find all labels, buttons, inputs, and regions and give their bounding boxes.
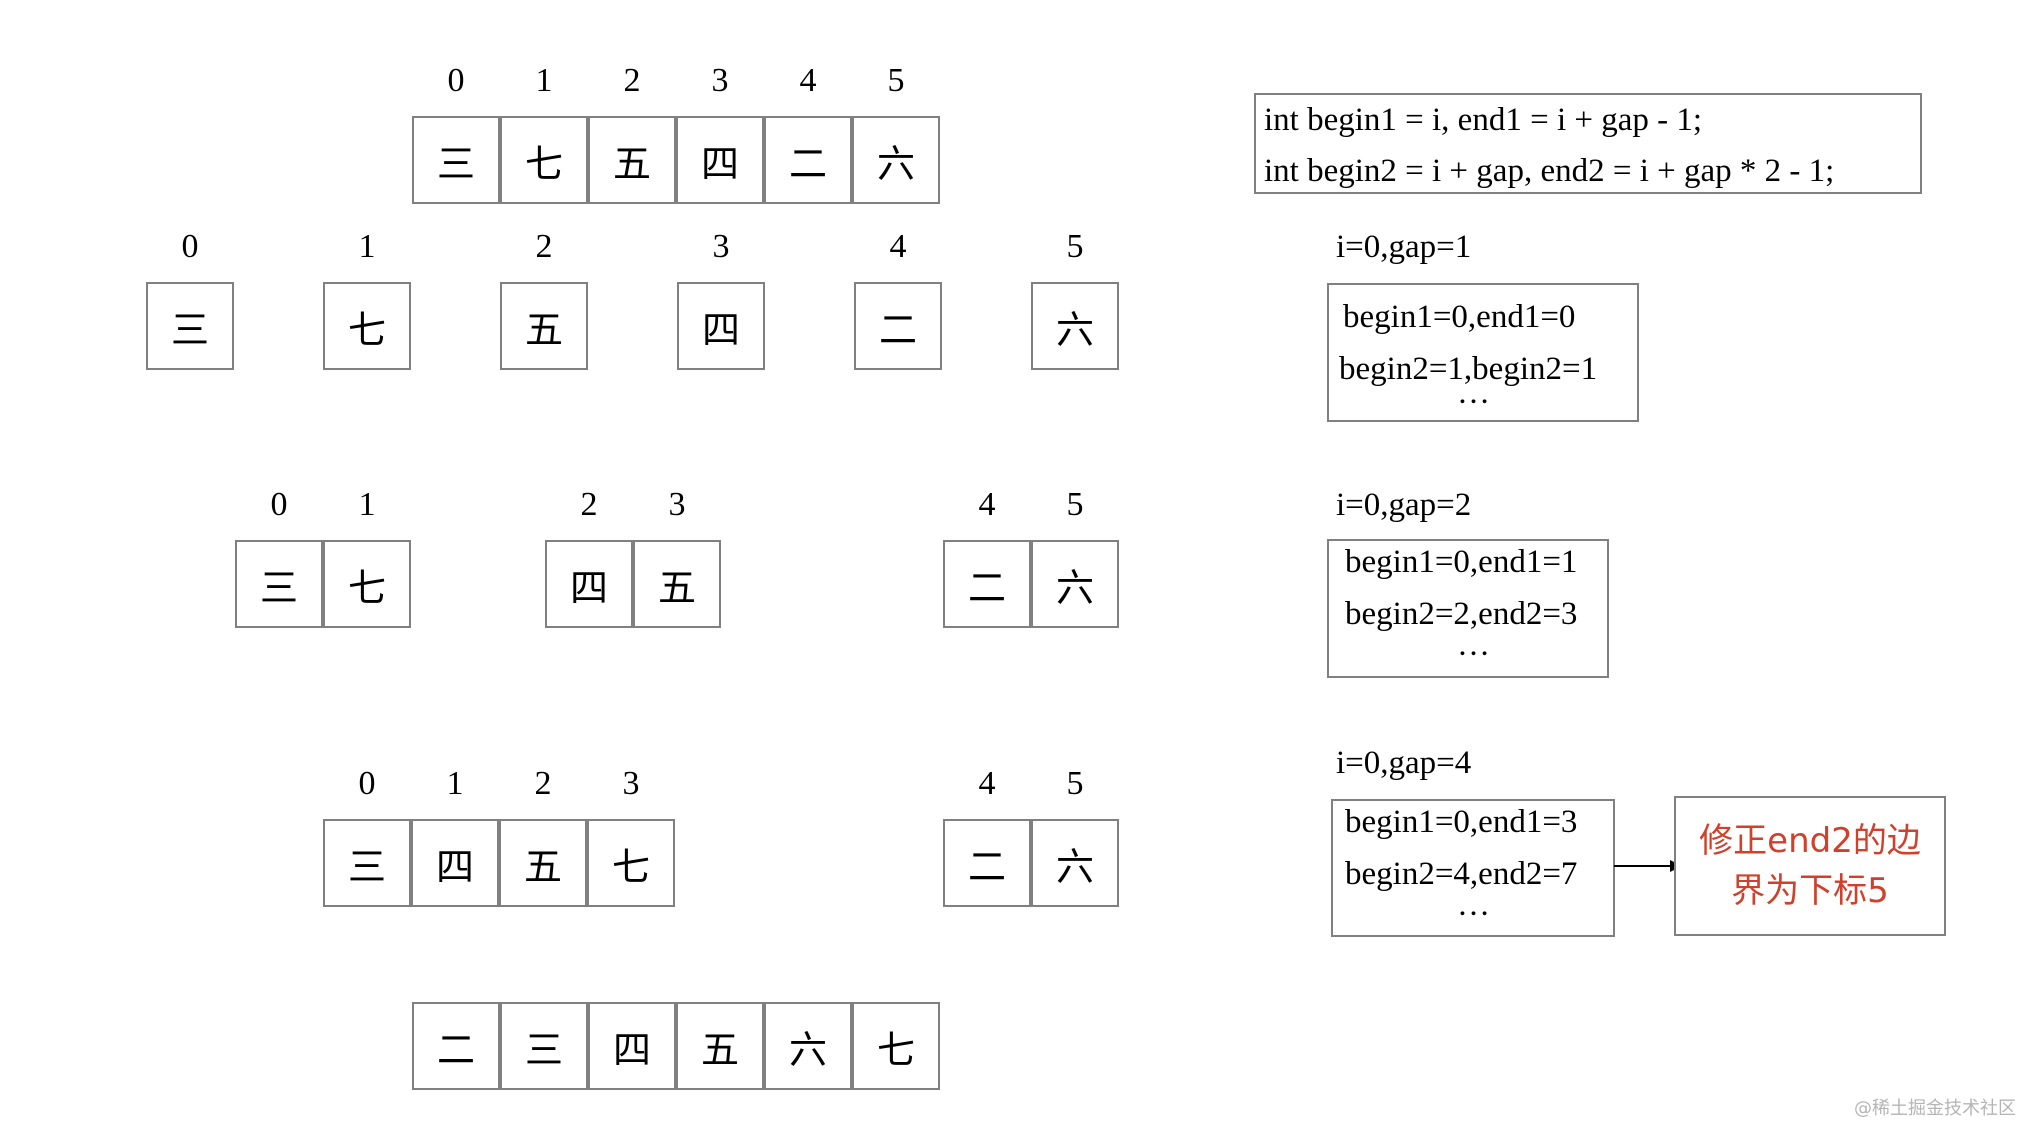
- note-box: 修正end2的边 界为下标5: [1674, 796, 1946, 936]
- row3-index-2: 2: [580, 486, 598, 523]
- code-line-1: int begin1 = i, end1 = i + gap - 1;: [1264, 102, 1703, 138]
- row2-cell-3: 四: [677, 282, 765, 370]
- row4-cell-0: 三: [323, 819, 411, 907]
- row4-cell-3: 七: [587, 819, 675, 907]
- row3-cell-2: 四: [545, 540, 633, 628]
- step1-line-1: begin1=0,end1=0: [1343, 299, 1576, 335]
- row2-index-3: 3: [712, 228, 730, 265]
- row1-cell-1: 七: [500, 116, 588, 204]
- row4-index-2: 2: [534, 765, 552, 802]
- step2-ellipsis: …: [1457, 627, 1490, 663]
- note-line-1: 修正end2的边: [1699, 821, 1921, 861]
- row3-index-3: 3: [668, 486, 686, 523]
- row1-index-2: 2: [623, 62, 641, 99]
- row2-cell-2: 五: [500, 282, 588, 370]
- row1-index-1: 1: [535, 62, 553, 99]
- row1-cell-4: 二: [764, 116, 852, 204]
- step3-line-1: begin1=0,end1=3: [1345, 804, 1578, 840]
- row4-index-3: 3: [622, 765, 640, 802]
- row1-index-4: 4: [799, 62, 817, 99]
- row1-index-5: 5: [887, 62, 905, 99]
- row5-cell-1: 三: [500, 1002, 588, 1090]
- step1-label: i=0,gap=1: [1336, 229, 1472, 265]
- row1-cell-5: 六: [852, 116, 940, 204]
- step2-line-1: begin1=0,end1=1: [1345, 544, 1578, 580]
- row4-index-0: 0: [358, 765, 376, 802]
- row1-cell-3: 四: [676, 116, 764, 204]
- row3-index-4: 4: [978, 486, 996, 523]
- code-box: int begin1 = i, end1 = i + gap - 1; int …: [1254, 93, 1922, 194]
- row4-cell-1: 四: [411, 819, 499, 907]
- row3-cell-3: 五: [633, 540, 721, 628]
- step2-line-2: begin2=2,end2=3: [1345, 596, 1578, 632]
- row4-cell-2: 五: [499, 819, 587, 907]
- row4-index-1: 1: [446, 765, 464, 802]
- row3-cell-0: 三: [235, 540, 323, 628]
- step1-line-2: begin2=1,begin2=1: [1339, 351, 1598, 387]
- step3-ellipsis: …: [1457, 887, 1490, 923]
- step1-ellipsis: …: [1457, 375, 1490, 411]
- step1-box: begin1=0,end1=0 begin2=1,begin2=1 …: [1327, 283, 1639, 422]
- row5-cell-5: 七: [852, 1002, 940, 1090]
- code-line-2: int begin2 = i + gap, end2 = i + gap * 2…: [1264, 153, 1835, 189]
- row2-index-2: 2: [535, 228, 553, 265]
- watermark: @稀土掘金技术社区: [1854, 1098, 2016, 1119]
- row4-cell-4: 二: [943, 819, 1031, 907]
- row5-cell-2: 四: [588, 1002, 676, 1090]
- row3-index-1: 1: [358, 486, 376, 523]
- step3-box: begin1=0,end1=3 begin2=4,end2=7 …: [1331, 799, 1615, 937]
- row2-index-0: 0: [181, 228, 199, 265]
- row2-cell-5: 六: [1031, 282, 1119, 370]
- row3-index-0: 0: [270, 486, 288, 523]
- row1-cell-0: 三: [412, 116, 500, 204]
- note-line-2: 界为下标5: [1731, 871, 1889, 911]
- row1-index-3: 3: [711, 62, 729, 99]
- step2-label: i=0,gap=2: [1336, 487, 1472, 523]
- row5-cell-4: 六: [764, 1002, 852, 1090]
- row1-index-0: 0: [447, 62, 465, 99]
- step3-label: i=0,gap=4: [1336, 745, 1472, 781]
- row4-index-5: 5: [1066, 765, 1084, 802]
- row1-cell-2: 五: [588, 116, 676, 204]
- row5-cell-3: 五: [676, 1002, 764, 1090]
- row2-index-4: 4: [889, 228, 907, 265]
- row3-cell-5: 六: [1031, 540, 1119, 628]
- row2-cell-1: 七: [323, 282, 411, 370]
- row2-index-5: 5: [1066, 228, 1084, 265]
- row2-cell-0: 三: [146, 282, 234, 370]
- step2-box: begin1=0,end1=1 begin2=2,end2=3 …: [1327, 539, 1609, 678]
- row3-index-5: 5: [1066, 486, 1084, 523]
- row3-cell-4: 二: [943, 540, 1031, 628]
- row4-index-4: 4: [978, 765, 996, 802]
- row2-index-1: 1: [358, 228, 376, 265]
- row2-cell-4: 二: [854, 282, 942, 370]
- step3-line-2: begin2=4,end2=7: [1345, 856, 1578, 892]
- row4-cell-5: 六: [1031, 819, 1119, 907]
- row3-cell-1: 七: [323, 540, 411, 628]
- row5-cell-0: 二: [412, 1002, 500, 1090]
